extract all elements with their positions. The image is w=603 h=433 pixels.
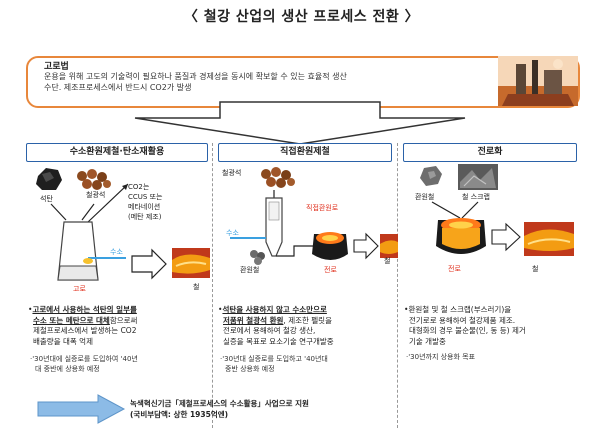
col2-bullet-emph1: 석탄을 사용하지 않고 수소만으로 xyxy=(222,305,327,314)
blast-furnace-photo xyxy=(498,56,578,106)
col1-note-line2: 대 중반에 상용화 예정 xyxy=(35,365,100,373)
col2-bullet-line4: 실증을 목표로 요소기술 연구개발중 xyxy=(223,336,334,346)
col2-eaf-label: 전로 xyxy=(324,266,337,274)
col1-coal-label: 석탄 xyxy=(40,195,53,203)
col3-process-diagram xyxy=(420,164,574,256)
col2-bullet-line3: 전로에서 용해하여 철강 생산, xyxy=(223,326,316,335)
col2-reduced-label: 환원철 xyxy=(240,266,260,274)
col1-co2-line1: CO2는 xyxy=(128,183,150,191)
col1-hydrogen-label: 수소 xyxy=(110,248,123,256)
col3-scrap-label: 철 스크랩 xyxy=(462,193,490,201)
col1-note-line1: '30년대에 실증로를 도입하여 '40년 xyxy=(32,355,138,363)
col2-iron-label: 철 xyxy=(384,257,391,265)
col2-process-diagram xyxy=(230,167,398,265)
col3-scrap-image xyxy=(458,164,498,190)
col1-header: 수소환원제철·탄소재활용 xyxy=(26,143,208,162)
funding-line2: (국비부담액: 상한 1935억엔) xyxy=(130,410,229,419)
col2-note-line2: 중반 상용화 예정 xyxy=(225,365,275,373)
col1-bullet-emph1: 고로에서 사용하는 석탄의 일부를 xyxy=(32,305,137,314)
col3-iron-label: 철 xyxy=(532,265,539,273)
col3-bullet: •환원철 및 철 스크랩(부스러기)을 전기로로 용해하여 철강제품 제조. 대… xyxy=(404,305,576,347)
col1-bullet-line3: 제철프로세스에서 발생하는 CO2 xyxy=(33,326,137,335)
col1-bullet-emph2: 수소 또는 메탄으로 대체 xyxy=(33,315,110,325)
col2-direct-label: 직접환원로 xyxy=(306,204,339,212)
transition-arrow xyxy=(134,101,466,145)
col3-reduced-label: 환원철 xyxy=(415,193,435,201)
col2-hydrogen-label: 수소 xyxy=(226,229,239,237)
coal-image xyxy=(36,168,62,190)
col2-bullet-part3: , 제조한 펠릿을 xyxy=(283,315,332,325)
funding-note: 녹색혁신기금「제철프로세스의 수소활용」사업으로 지원 (국비부담액: 상한 1… xyxy=(130,398,309,420)
funding-line1: 녹색혁신기금「제철프로세스의 수소활용」사업으로 지원 xyxy=(130,399,309,408)
col1-bullet-part3: 함으로써 xyxy=(109,315,138,325)
col3-eaf-label: 전로 xyxy=(448,265,461,273)
iron-ore-image xyxy=(77,169,111,190)
col1-iron-label: 철 xyxy=(193,283,200,291)
col3-bullet-line2: 전기로로 용해하여 철강제품 제조. xyxy=(409,315,516,325)
diagram-title: 〈 철강 산업의 생산 프로세스 전환 〉 xyxy=(183,9,420,25)
col3-note-line1: '30년까지 상용화 목표 xyxy=(408,353,476,361)
blast-furnace-heading: 고로법 xyxy=(44,62,69,72)
col2-reduced-iron-image xyxy=(250,250,265,265)
col1-ore-label: 철광석 xyxy=(86,191,106,199)
col2-note-line1: '30년대 실증로를 도입하고 '40년대 xyxy=(222,355,328,363)
column-divider-2 xyxy=(397,143,398,428)
col1-note: ·'30년대에 실증로를 도입하여 '40년 대 중반에 상용화 예정 xyxy=(30,354,214,374)
col1-process-diagram xyxy=(36,168,210,281)
col1-bullet: •고로에서 사용하는 석탄의 일부를 수소 또는 메탄으로 대체함으로써 제철프… xyxy=(28,305,212,347)
col1-co2-note: CO2는 CCUS 또는 메타네이션 (메탄 제조) xyxy=(128,182,162,222)
col1-co2-line2: CCUS 또는 xyxy=(128,193,163,201)
col2-note: ·'30년대 실증로를 도입하고 '40년대 중반 상용화 예정 xyxy=(220,354,398,374)
col2-bullet-emph2: 저품위 철광석 환원 xyxy=(223,315,284,325)
col3-reduced-iron-image xyxy=(420,166,442,186)
col1-co2-line3: 메타네이션 xyxy=(128,203,161,211)
col2-ore-label: 철광석 xyxy=(222,169,242,177)
col1-co2-line4: (메탄 제조) xyxy=(128,213,162,221)
col1-bullet-line4: 배출량을 대폭 억제 xyxy=(33,336,93,346)
funding-arrow xyxy=(37,394,126,424)
col2-header: 직접환원제철 xyxy=(218,143,392,162)
col3-bullet-line1: 환원철 및 철 스크랩(부스러기)을 xyxy=(408,305,512,314)
col2-bullet: •석탄을 사용하지 않고 수소만으로 저품위 철광석 환원, 제조한 펠릿을 전… xyxy=(218,305,396,347)
blast-furnace-description: 운용을 위해 고도의 기술력이 필요하나 품질과 경제성을 동시에 확보할 수 … xyxy=(44,71,484,93)
blast-furnace-desc-line2: 수단. 제조프로세스에서 반드시 CO2가 발생 xyxy=(44,83,192,92)
col3-bullet-line3: 대형화의 경우 불순물(인, 동 등) 제거 xyxy=(409,326,526,335)
col2-iron-ore-image xyxy=(261,167,295,188)
col3-bullet-line4: 기술 개발중 xyxy=(409,336,446,346)
column-divider-1 xyxy=(212,143,213,428)
col1-furnace-label: 고로 xyxy=(73,285,86,293)
col3-note: ·'30년까지 상용화 목표 xyxy=(406,353,476,361)
blast-furnace-desc-line1: 운용을 위해 고도의 기술력이 필요하나 품질과 경제성을 동시에 확보할 수 … xyxy=(44,72,347,81)
col3-header: 전로화 xyxy=(403,143,577,162)
